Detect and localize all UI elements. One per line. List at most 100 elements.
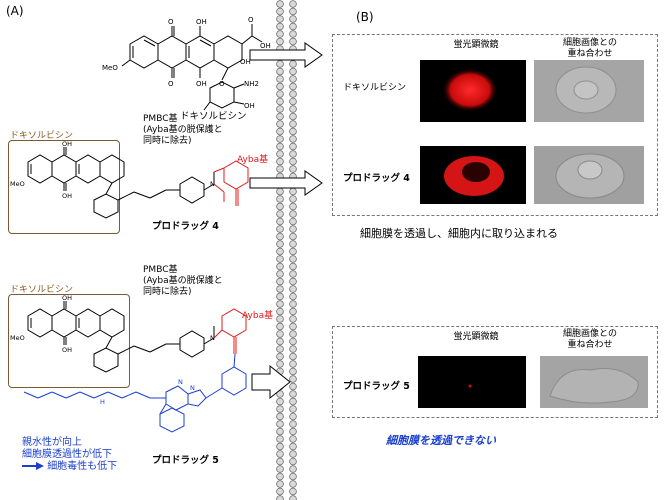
- blocked-arrow: [251, 364, 291, 400]
- membrane-bead: [276, 315, 284, 323]
- svg-text:N: N: [178, 378, 183, 386]
- membrane-bead: [289, 465, 297, 473]
- membrane-bead: [289, 202, 297, 211]
- membrane-bead: [276, 427, 284, 436]
- membrane-bead: [289, 435, 297, 443]
- arrow-right-2: [249, 170, 323, 196]
- membrane-bead: [289, 7, 297, 16]
- panel-b-label: (B): [356, 10, 374, 24]
- membrane-bead: [276, 97, 284, 106]
- membrane-bead: [289, 150, 297, 158]
- membrane-bead: [276, 217, 284, 226]
- overlay-image-doxorubicin: [534, 60, 644, 122]
- membrane-bead: [276, 157, 284, 166]
- membrane-bead: [289, 472, 297, 481]
- membrane-bead: [276, 292, 284, 301]
- membrane-bead: [289, 367, 297, 376]
- doxorubicin-box-label-4: ドキソルビシン: [10, 131, 74, 141]
- membrane-bead: [289, 120, 297, 128]
- membrane-bead: [289, 232, 297, 241]
- membrane-bead: [276, 165, 284, 173]
- membrane-bead: [276, 247, 284, 256]
- membrane-bead: [289, 217, 297, 226]
- prodrug-5-note: 親水性が向上 細胞膜透過性が低下 細胞毒性も低下: [22, 437, 118, 472]
- membrane-bead: [289, 405, 297, 413]
- row-label-prodrug-5: プロドラッグ 5: [343, 381, 410, 392]
- membrane-bead: [289, 22, 297, 31]
- membrane-bead: [276, 67, 284, 76]
- overlay-image-prodrug-4: [534, 146, 644, 204]
- doxorubicin-name: ドキソルビシン: [180, 111, 247, 122]
- membrane-bead: [289, 240, 297, 248]
- membrane-bead: [276, 480, 284, 488]
- membrane-bead: [289, 82, 297, 91]
- svg-text:OH: OH: [62, 140, 72, 148]
- membrane-bead: [289, 210, 297, 218]
- membrane-bead: [289, 195, 297, 203]
- svg-text:OH: OH: [260, 42, 271, 50]
- svg-text:O: O: [248, 16, 254, 24]
- membrane-bead: [289, 270, 297, 278]
- svg-text:H: H: [100, 398, 105, 406]
- membrane-bead: [276, 60, 284, 68]
- membrane-bead: [276, 262, 284, 271]
- svg-text:OH: OH: [244, 102, 255, 110]
- doxorubicin-box-4: [8, 140, 120, 234]
- membrane-bead: [289, 67, 297, 76]
- membrane-bead: [276, 22, 284, 31]
- svg-text:O: O: [168, 80, 174, 88]
- membrane-bead: [276, 345, 284, 353]
- svg-text:OH: OH: [196, 18, 207, 26]
- membrane-bead: [276, 75, 284, 83]
- membrane-bead: [289, 90, 297, 98]
- svg-text:N: N: [210, 180, 215, 188]
- membrane-bead: [276, 337, 284, 346]
- membrane-bead: [276, 0, 284, 8]
- microscopy-box-top: [332, 34, 658, 216]
- membrane-bead: [276, 330, 284, 338]
- membrane-bead: [276, 472, 284, 481]
- membrane-bead: [276, 352, 284, 361]
- overlay-header-bottom: 細胞画像との 重ね合わせ: [563, 329, 617, 350]
- membrane-bead: [289, 60, 297, 68]
- caption-bottom: 細胞膜を透過できない: [386, 434, 496, 447]
- membrane-bead: [289, 300, 297, 308]
- doxorubicin-structure: O O OH OH O OH OH NH2 OH MeO O: [102, 16, 271, 111]
- membrane-bead: [289, 420, 297, 428]
- membrane-bead: [289, 375, 297, 383]
- caption-top: 細胞膜を透過し、細胞内に取り込まれる: [360, 227, 558, 240]
- membrane-bead: [276, 397, 284, 406]
- overlay-image-prodrug-5: [540, 356, 648, 408]
- membrane-bead: [276, 142, 284, 151]
- membrane-bead: [289, 427, 297, 436]
- membrane-bead: [289, 75, 297, 83]
- membrane-bead: [289, 450, 297, 458]
- membrane-bead: [289, 255, 297, 263]
- membrane-bead: [289, 495, 297, 500]
- membrane-bead: [289, 322, 297, 331]
- ayba-label-5: Ayba基: [242, 311, 274, 321]
- membrane-bead: [276, 270, 284, 278]
- membrane-bead: [276, 277, 284, 286]
- membrane-bead: [276, 420, 284, 428]
- svg-text:OH: OH: [62, 192, 72, 200]
- membrane-bead: [276, 232, 284, 241]
- fluorescence-header-bottom: 蛍光顕微鏡: [453, 332, 499, 342]
- membrane-bead: [289, 480, 297, 488]
- membrane-bead: [276, 360, 284, 368]
- prodrug-4-structure: OH OH MeO N: [10, 140, 249, 219]
- panel-a-label: (A): [6, 4, 24, 18]
- membrane-bead: [276, 442, 284, 451]
- svg-text:MeO: MeO: [10, 334, 25, 342]
- membrane-bead: [289, 142, 297, 151]
- doxorubicin-box-5: [8, 294, 130, 388]
- membrane-bead: [289, 247, 297, 256]
- membrane-bead: [276, 30, 284, 38]
- overlay-header-top: 細胞画像との 重ね合わせ: [563, 38, 617, 59]
- membrane-bead: [289, 225, 297, 233]
- fluorescence-image-prodrug-5: [418, 356, 526, 408]
- membrane-bead: [276, 322, 284, 331]
- fluorescence-image-doxorubicin: [420, 60, 526, 122]
- membrane-bead: [289, 442, 297, 451]
- membrane-bead: [289, 292, 297, 301]
